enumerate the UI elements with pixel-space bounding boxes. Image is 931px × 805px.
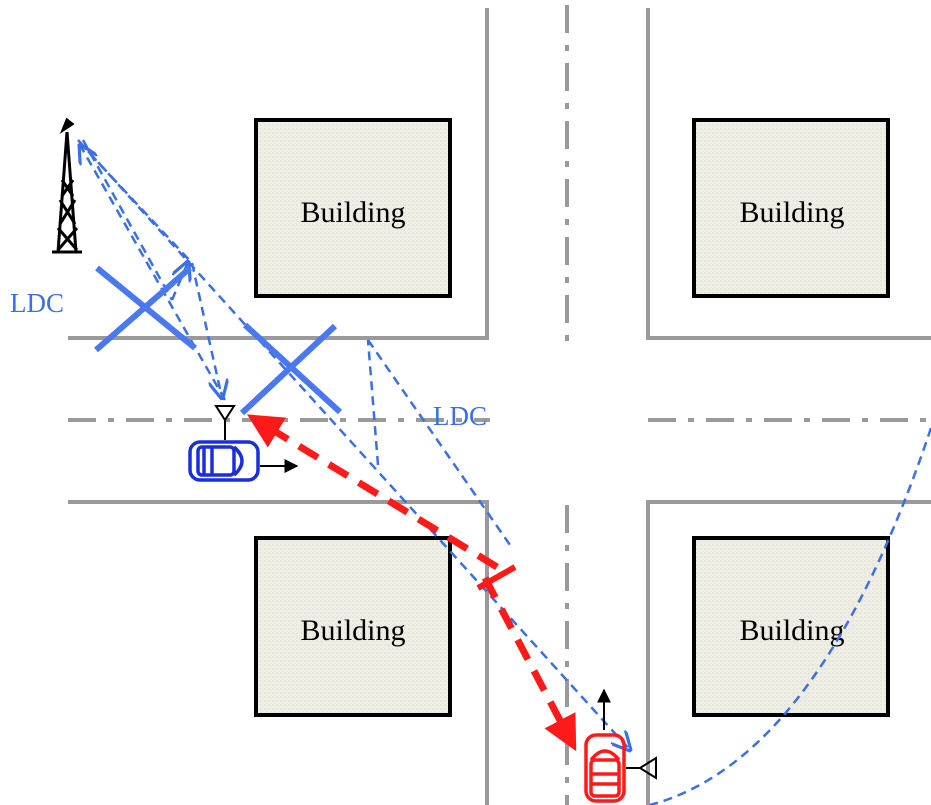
blue-car <box>188 405 299 482</box>
radio-tower-icon <box>52 117 82 254</box>
path-corner-reflect-up <box>366 339 380 466</box>
path-wall-reflect <box>190 262 222 398</box>
building-bottom-right: Building <box>692 536 890 717</box>
road-edge-bottom-left <box>68 500 489 805</box>
building-top-left: Building <box>254 118 452 298</box>
building-label: Building <box>739 196 844 229</box>
building-bottom-left: Building <box>254 536 452 717</box>
ldc-paths <box>77 139 931 805</box>
building-label: Building <box>300 196 405 229</box>
antenna-icon <box>626 756 657 780</box>
car-icon <box>584 733 626 803</box>
red-path-reflection-tick <box>476 564 517 591</box>
building-label: Building <box>300 614 405 647</box>
center-lines <box>68 5 931 805</box>
red-path-segment-2 <box>481 576 577 752</box>
path-corner-reflect-down <box>366 339 512 546</box>
antenna-icon <box>214 405 236 440</box>
ldc-label: LDC <box>433 401 487 431</box>
blocked-marker-2 <box>239 322 343 416</box>
red-car <box>584 688 657 803</box>
car-icon <box>188 440 260 482</box>
path-tower-to-wall-2 <box>81 139 174 301</box>
los-path-tower-to-red-car <box>77 139 630 750</box>
building-label: Building <box>739 614 844 647</box>
path-car-to-tower <box>80 145 227 401</box>
ldc-label: LDC <box>10 288 64 318</box>
red-v2v-path <box>247 414 577 752</box>
path-long-curve <box>649 427 931 805</box>
building-top-right: Building <box>692 118 890 298</box>
road-edge-top-right <box>646 8 931 340</box>
road-edge-bottom-right <box>646 500 931 805</box>
red-path-segment-1 <box>247 414 499 570</box>
blocked-marker-1 <box>94 265 197 353</box>
path-tower-to-wall <box>79 142 193 264</box>
